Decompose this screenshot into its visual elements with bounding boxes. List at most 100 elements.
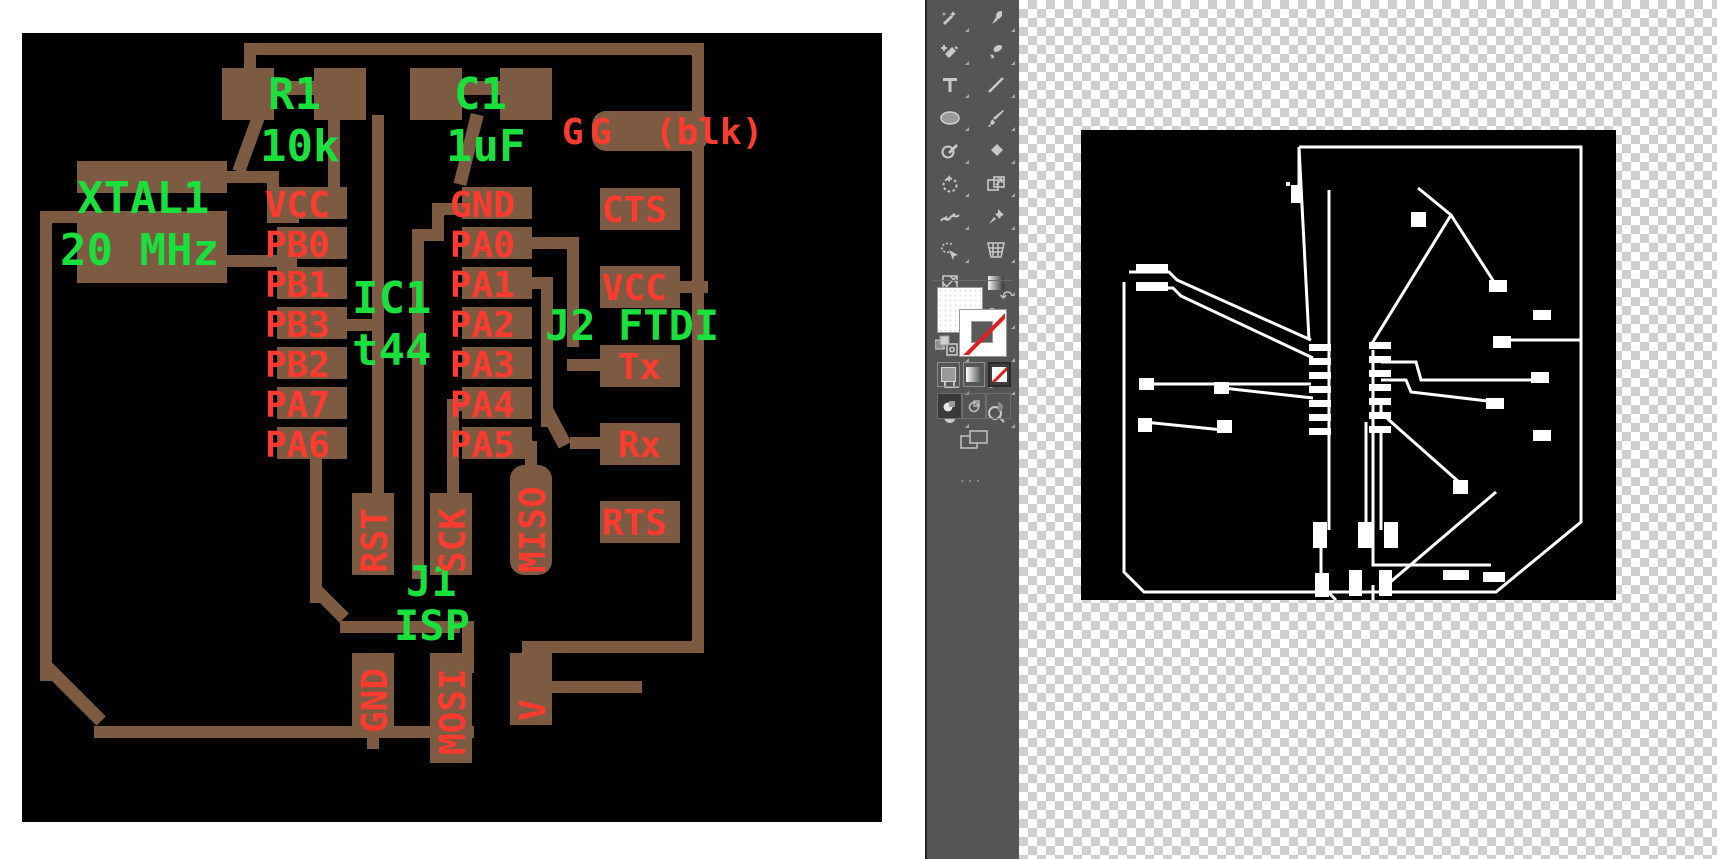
toolbox[interactable]: ↶ ... — [925, 0, 1021, 859]
padlabel-gnd: GND — [450, 185, 516, 226]
pad-xtal-a — [77, 161, 227, 193]
silk-c1-val: 1uF — [446, 121, 526, 172]
eraser-tool[interactable] — [973, 134, 1019, 167]
pad-r1-a — [222, 68, 274, 120]
silk-xtal-val: 20 MHz — [60, 225, 219, 276]
trace-isp-right-riser — [462, 621, 474, 673]
warp-transform-tool[interactable] — [927, 200, 973, 233]
heal-tool[interactable] — [927, 134, 973, 167]
ink-pen-tool[interactable] — [973, 2, 1019, 35]
pad-ftdi-cts — [600, 188, 680, 230]
line-tool[interactable] — [973, 68, 1019, 101]
trace-pa6-down — [310, 453, 322, 603]
opacity-opaque-button[interactable] — [937, 393, 962, 419]
foreground-color-inner — [971, 321, 993, 343]
pin-tool[interactable] — [973, 200, 1019, 233]
padlabel-pb3: PB3 — [265, 305, 331, 346]
padlabel-pb0: PB0 — [265, 225, 331, 266]
padlabel-pa6: PA6 — [265, 425, 331, 466]
pad-isp-gnd — [352, 653, 394, 735]
pad-isp-sck — [430, 493, 472, 575]
free-select-tool[interactable] — [927, 233, 973, 266]
pcb-canvas[interactable]: R1 10k C1 1uF XTAL1 20 MHz IC1 t44 J1 IS… — [22, 33, 882, 822]
pad-ic1-pb1 — [277, 267, 347, 299]
fill-none-button[interactable] — [988, 362, 1011, 387]
padlabel-ftdi-g-marker: G — [562, 112, 584, 153]
perspective-tool[interactable] — [973, 233, 1019, 266]
silk-c1-ref: C1 — [454, 69, 507, 120]
fill-solid-button[interactable] — [937, 362, 960, 387]
pad-isp-rst — [352, 493, 394, 575]
padlabel-ftdi-vcc: VCC — [602, 268, 668, 309]
magic-wand-tool[interactable] — [927, 2, 973, 35]
pad-ic1-pa5 — [462, 427, 532, 459]
padlabel-pa4: PA4 — [450, 385, 516, 426]
pad-ic1-pa4 — [462, 387, 532, 419]
opacity-semi-button[interactable] — [961, 393, 987, 419]
trace-top-rail — [244, 43, 704, 55]
rotate-tool[interactable] — [927, 167, 973, 200]
pad-ftdi-vcc — [600, 266, 680, 308]
pad-ftdi-tx — [600, 345, 680, 387]
trace-bottom-left-diag — [40, 659, 106, 726]
color-swatches[interactable]: ↶ — [934, 287, 1013, 357]
fill-mode-row[interactable] — [937, 362, 1011, 388]
layers-icon[interactable] — [960, 428, 990, 456]
ellipse-select-tool[interactable] — [927, 101, 973, 134]
padlabel-mosi: MOSI — [433, 668, 474, 755]
no-color-indicator — [959, 309, 1005, 355]
opacity-mode-row[interactable] — [937, 393, 1012, 419]
trace-xtal-gnd-left — [40, 211, 52, 681]
mask-preview-view[interactable] — [1019, 0, 1717, 859]
reset-colors-icon[interactable] — [934, 335, 953, 357]
trace-pa0-right — [527, 237, 579, 249]
trace-right-rail — [692, 43, 704, 653]
silk-ic1-val: t44 — [352, 325, 432, 376]
pad-ic1-pa7 — [277, 387, 347, 419]
toolbox-divider — [933, 280, 1013, 281]
scale-transform-tool[interactable] — [973, 167, 1019, 200]
pad-ic1-pa0 — [462, 227, 532, 259]
trace-right-bottom — [522, 641, 704, 653]
silk-j1-ref: J1 — [406, 557, 457, 606]
padlabel-pa2: PA2 — [450, 305, 516, 346]
pad-ic1-pb0 — [277, 227, 347, 259]
pad-c1-a — [410, 68, 462, 120]
mask-canvas[interactable] — [1081, 130, 1616, 600]
padlabel-pb1: PB1 — [265, 265, 331, 306]
foreground-color-swatch[interactable] — [959, 309, 1007, 357]
silk-ic1-ref: IC1 — [352, 273, 432, 324]
opacity-transparent-button[interactable] — [986, 393, 1012, 419]
padlabel-isp-gnd: GND — [355, 667, 396, 733]
swap-colors-icon[interactable]: ↶ — [999, 287, 1013, 306]
trace-xtal-a-to-pb0 — [217, 171, 279, 183]
padlabel-v: V — [513, 699, 554, 721]
pcb-traces-view[interactable]: R1 10k C1 1uF XTAL1 20 MHz IC1 t44 J1 IS… — [0, 0, 925, 859]
pad-ic1-pa2 — [462, 307, 532, 339]
pad-ftdi-rts — [600, 501, 680, 543]
trace-c1-bridge — [456, 81, 506, 95]
fill-gradient-button[interactable] — [962, 362, 986, 387]
paintbrush-tool[interactable] — [973, 101, 1019, 134]
silk-r1-ref: R1 — [268, 69, 321, 120]
add-path-node-tool[interactable] — [927, 35, 973, 68]
trace-pa1-to-rx — [541, 408, 572, 449]
trace-pa6-diag — [310, 583, 349, 623]
toolbox-overflow-icon[interactable]: ... — [960, 468, 984, 486]
pad-ic1-vcc — [277, 187, 347, 219]
padlabel-ftdi-tx: Tx — [618, 347, 662, 388]
trace-pa4-down — [447, 399, 459, 499]
text-tool[interactable] — [927, 68, 973, 101]
gradient-tool[interactable] — [973, 266, 1019, 299]
trace-isp-v-right — [542, 681, 642, 693]
pad-r1-b — [314, 68, 366, 120]
silk-j2-val: FTDI — [618, 301, 720, 350]
trace-ftdi-vcc-right — [672, 281, 708, 293]
padlabel-pa7: PA7 — [265, 385, 331, 426]
calligraphy-pen-tool[interactable] — [973, 35, 1019, 68]
trace-r1-bridge — [270, 81, 320, 95]
pad-ic1-pa3 — [462, 347, 532, 379]
padlabel-ftdi-cts: CTS — [602, 190, 668, 231]
padlabel-pb2: PB2 — [265, 345, 331, 386]
padlabel-miso: MISO — [513, 486, 554, 573]
